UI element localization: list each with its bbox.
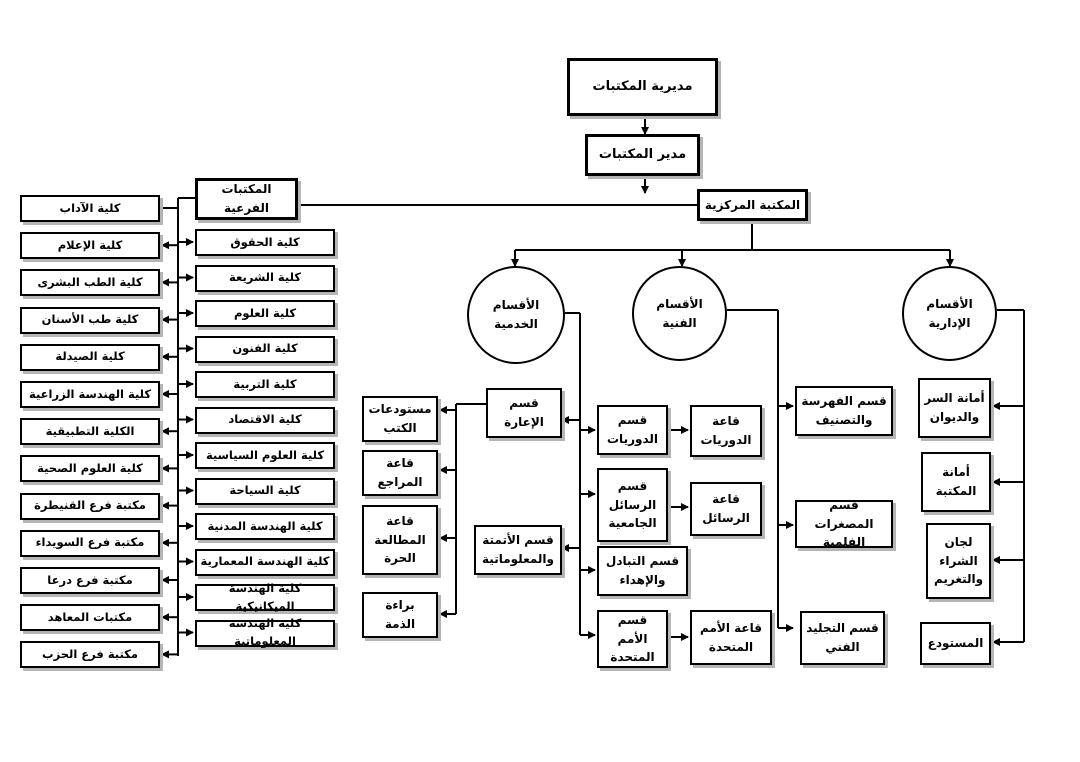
branch-outer-item: كلية الهندسة الزراعية — [20, 381, 160, 408]
technical-departments-circle: الأقسام الفنية — [632, 266, 727, 361]
admin-item-warehouse: المستودع — [920, 622, 991, 665]
branch-inner-item: كلية الهندسة الميكانيكية — [195, 581, 335, 613]
service-section-theses: قسم الرسائل الجامعية — [597, 468, 668, 542]
branch-outer-item: كلية الآداب — [20, 195, 160, 222]
branch-outer-item: كلية الطب البشرى — [20, 269, 160, 297]
branch-inner-item: كلية الهندسة المعلوماتية — [195, 616, 335, 648]
director-box: مدير المكتبات — [585, 134, 700, 176]
branch-outer-item: مكتبة فرع الحزب — [20, 641, 160, 669]
hall-theses: قاعة الرسائل — [690, 482, 762, 536]
branch-inner-item: كلية الحقوق — [195, 229, 335, 256]
central-library-box: المكتبة المركزية — [697, 189, 808, 221]
lending-item-book-stores: مستودعات الكتب — [362, 396, 438, 442]
lending-item-reference-hall: قاعة المراجع — [362, 450, 438, 496]
branch-outer-item: كلية العلوم الصحية — [20, 455, 160, 483]
admin-departments-circle: الأقسام الإدارية — [902, 266, 997, 361]
branch-inner-item: كلية الفنون — [195, 335, 335, 363]
branch-outer-item: مكتبة فرع السويداء — [20, 529, 160, 557]
branch-outer-item: كلية الصيدلة — [20, 343, 160, 371]
branch-outer-item: مكتبة فرع القنيطرة — [20, 492, 160, 520]
admin-item-secretariat: أمانة السر والديوان — [918, 378, 991, 438]
branch-inner-item: كلية الهندسة المدنية — [195, 513, 335, 540]
technical-item-microfilm: قسم المصغرات الفلمية — [795, 498, 893, 549]
service-departments-circle: الأقسام الخدمية — [467, 266, 565, 364]
service-section-un: قسم الأمم المتحدة — [597, 610, 668, 668]
technical-item-binding: قسم التجليد الفني — [800, 611, 885, 665]
branch-inner-item: كلية التربية — [195, 371, 335, 398]
lending-department: قسم الإعارة — [486, 388, 562, 438]
branch-inner-item: كلية الشريعة — [195, 264, 335, 292]
branch-outer-item: مكتبة فرع درعا — [20, 567, 160, 594]
lending-item-reading-hall: قاعة المطالعة الحرة — [362, 505, 438, 575]
branch-inner-item: كلية الاقتصاد — [195, 406, 335, 434]
technical-item-cataloging: قسم الفهرسة والتصنيف — [795, 386, 893, 436]
admin-item-procurement: لجان الشراء والتغريم — [926, 523, 991, 599]
service-section-periodicals: قسم الدوريات — [597, 405, 668, 455]
branch-inner-item: كلية الهندسة المعمارية — [195, 548, 335, 576]
admin-item-library-trust: أمانة المكتبة — [921, 452, 991, 512]
branch-inner-item: كلية السياحة — [195, 477, 335, 505]
branch-outer-item: كلية الإعلام — [20, 232, 160, 260]
branch-inner-item: كلية العلوم — [195, 300, 335, 327]
directorate-box: مديرية المكتبات — [567, 58, 718, 116]
automation-department: قسم الأتمتة والمعلوماتية — [474, 525, 562, 575]
branch-outer-item: الكلية التطبيقية — [20, 418, 160, 446]
branch-libraries-box: المكتبات الفرعية — [195, 178, 298, 220]
hall-periodicals: قاعة الدوريات — [690, 405, 762, 457]
branch-outer-item: كلية طب الأسنان — [20, 306, 160, 334]
branch-outer-item: مكتبات المعاهد — [20, 604, 160, 632]
branch-inner-item: كلية العلوم السياسية — [195, 442, 335, 469]
hall-un: قاعة الأمم المتحدة — [690, 610, 772, 665]
lending-item-clearance: براءة الذمة — [362, 592, 438, 638]
service-section-exchange: قسم التبادل والإهداء — [597, 546, 688, 596]
